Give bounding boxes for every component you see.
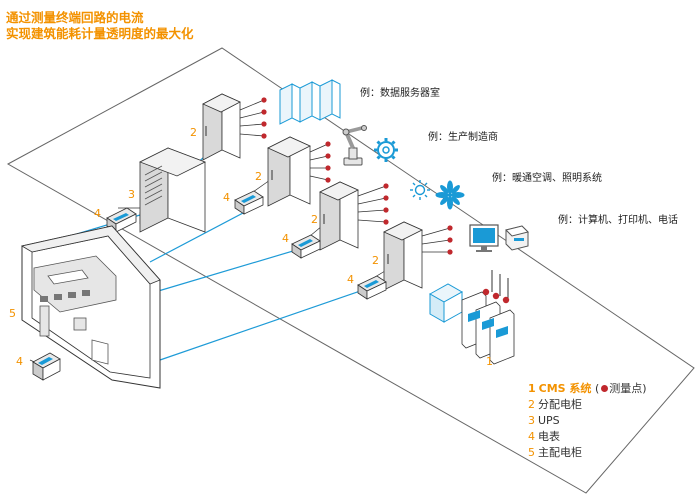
legend-number: 5 bbox=[528, 446, 535, 459]
legend-number: 2 bbox=[528, 398, 535, 411]
measurement-points bbox=[261, 97, 453, 255]
number-label-distribution-cabinet: 2 bbox=[255, 170, 262, 183]
measurement-point-dot-icon bbox=[601, 385, 609, 392]
computer-monitor-icon bbox=[469, 224, 499, 252]
example-label-data-center: 例：数据服务器室 bbox=[360, 88, 440, 99]
measurement-point bbox=[325, 165, 331, 171]
legend-number: 4 bbox=[528, 430, 535, 443]
measurement-point bbox=[447, 225, 453, 231]
distribution-cabinet-2 bbox=[267, 136, 311, 207]
floor-plane bbox=[6, 47, 695, 494]
legend-label: CMS 系统 bbox=[538, 382, 592, 395]
number-label-distribution-cabinet: 2 bbox=[372, 254, 379, 267]
measurement-point bbox=[383, 219, 389, 225]
lamp-icon bbox=[410, 180, 430, 200]
number-label-cms: 1 bbox=[486, 355, 493, 368]
number-label-distribution-cabinet: 2 bbox=[311, 213, 318, 226]
main-distribution-cabinet bbox=[20, 225, 161, 389]
number-label-ups: 3 bbox=[128, 188, 135, 201]
measurement-point bbox=[383, 183, 389, 189]
measurement-point bbox=[325, 177, 331, 183]
measurement-point bbox=[383, 207, 389, 213]
server-rack-icon bbox=[279, 79, 341, 125]
meter-group bbox=[32, 190, 387, 381]
meter-2 bbox=[234, 190, 264, 215]
meter-3 bbox=[291, 234, 321, 259]
cable bbox=[149, 203, 261, 263]
legend-label: 电表 bbox=[538, 430, 560, 443]
distribution-cabinet-1 bbox=[202, 93, 241, 161]
number-label-meter: 4 bbox=[223, 191, 230, 204]
printer-icon bbox=[505, 225, 529, 251]
measurement-point bbox=[383, 195, 389, 201]
headline-line-1: 通过测量终端回路的电流 bbox=[6, 10, 144, 25]
number-label-main-cabinet: 5 bbox=[9, 307, 16, 320]
measurement-point bbox=[325, 141, 331, 147]
ups-cabinet bbox=[139, 147, 206, 233]
cable bbox=[159, 279, 393, 361]
example-label-manufacturing: 例：生产制造商 bbox=[428, 132, 498, 143]
connector bbox=[252, 179, 271, 193]
legend-measure-point-label: 测量点) bbox=[609, 382, 647, 395]
meter-4 bbox=[357, 275, 387, 300]
number-label-distribution-cabinet: 2 bbox=[190, 126, 197, 139]
fan-icon bbox=[435, 180, 465, 210]
legend-label: UPS bbox=[538, 414, 560, 427]
example-label-hvac-lighting: 例：暖通空调、照明系统 bbox=[492, 173, 602, 184]
meter-5 bbox=[32, 352, 61, 381]
feeder-group bbox=[239, 99, 451, 253]
distribution-cabinet-3 bbox=[319, 181, 359, 251]
legend-label: 主配电柜 bbox=[538, 446, 582, 459]
legend-number: 1 bbox=[528, 382, 536, 395]
gear-icon bbox=[374, 138, 398, 162]
measurement-point bbox=[261, 97, 267, 103]
measurement-point bbox=[447, 237, 453, 243]
legend-paren: ( bbox=[594, 382, 600, 395]
measurement-point bbox=[325, 153, 331, 159]
legend-label: 分配电柜 bbox=[538, 398, 582, 411]
example-label-office-equipment: 例：计算机、打印机、电话 bbox=[558, 215, 678, 226]
meter-1 bbox=[106, 207, 137, 233]
legend-number: 3 bbox=[528, 414, 535, 427]
measurement-point bbox=[261, 133, 267, 139]
number-label-meter: 4 bbox=[282, 232, 289, 245]
measurement-point bbox=[261, 121, 267, 127]
measurement-point bbox=[447, 249, 453, 255]
cms-system bbox=[428, 270, 515, 365]
number-label-meter: 4 bbox=[16, 355, 23, 368]
number-label-meter: 4 bbox=[94, 207, 101, 220]
robot-arm-icon bbox=[342, 125, 367, 166]
distribution-cabinet-4 bbox=[383, 221, 423, 291]
measurement-point bbox=[261, 109, 267, 115]
headline-line-2: 实现建筑能耗计量透明度的最大化 bbox=[6, 26, 194, 41]
number-label-meter: 4 bbox=[347, 273, 354, 286]
